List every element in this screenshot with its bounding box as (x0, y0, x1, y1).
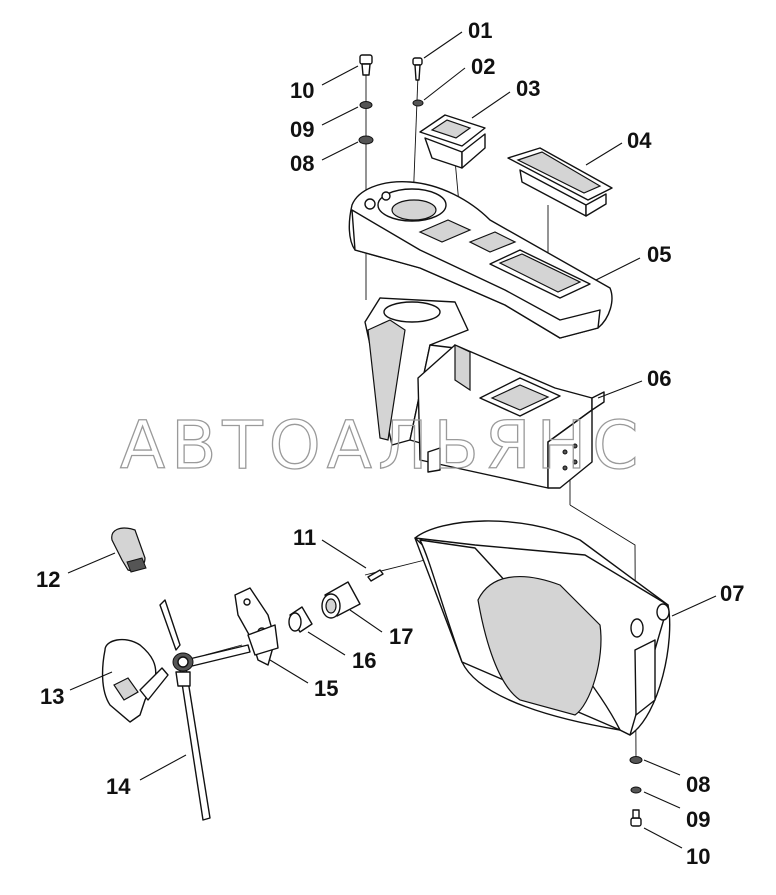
callout-11: 11 (293, 525, 316, 550)
part-17-bushing (321, 581, 361, 619)
callout-09-top: 09 (290, 117, 314, 142)
part-01-screw (412, 57, 423, 81)
callout-15: 15 (314, 676, 338, 701)
part-13-lever-housing (101, 638, 169, 723)
callout-labels: 01 02 03 04 05 06 07 10 09 08 11 12 13 1… (36, 18, 744, 869)
watermark: АВТОАЛЬЯНС (120, 407, 644, 484)
callout-16: 16 (352, 648, 376, 673)
part-02-washer (412, 99, 424, 107)
callout-01: 01 (468, 18, 492, 43)
callout-12: 12 (36, 567, 60, 592)
callout-08-top: 08 (290, 151, 314, 176)
part-10-bolt-bottom (630, 809, 642, 827)
leader-lines (67, 31, 717, 849)
part-15-lever-bracket (234, 587, 279, 666)
part-07-lower-shroud (414, 520, 671, 736)
part-03-switch-housing (419, 114, 486, 169)
callout-14: 14 (106, 774, 131, 799)
callout-10-bottom: 10 (686, 844, 710, 869)
part-08-washer-top (358, 135, 374, 145)
part-08-washer-bottom (629, 756, 643, 764)
part-05-console-cover (348, 181, 613, 339)
part-11-pin (367, 569, 384, 582)
callout-08-bottom: 08 (686, 772, 710, 797)
callout-09-bottom: 09 (686, 807, 710, 832)
callout-04: 04 (627, 128, 652, 153)
callout-10-top: 10 (290, 78, 314, 103)
part-09-washer-bottom (630, 786, 642, 794)
part-16-sleeve (288, 606, 313, 633)
part-09-washer-top (359, 101, 373, 109)
part-10-bolt-top (359, 54, 373, 76)
part-04-tray (507, 147, 613, 217)
callout-17: 17 (389, 624, 413, 649)
callout-06: 06 (647, 366, 671, 391)
callout-13: 13 (40, 684, 64, 709)
part-12-knob (111, 527, 147, 573)
callout-02: 02 (471, 54, 495, 79)
callout-05: 05 (647, 242, 671, 267)
part-14-column-shaft (159, 599, 251, 821)
part-06-frame (364, 297, 605, 489)
callout-07: 07 (720, 581, 744, 606)
callout-03: 03 (516, 76, 540, 101)
